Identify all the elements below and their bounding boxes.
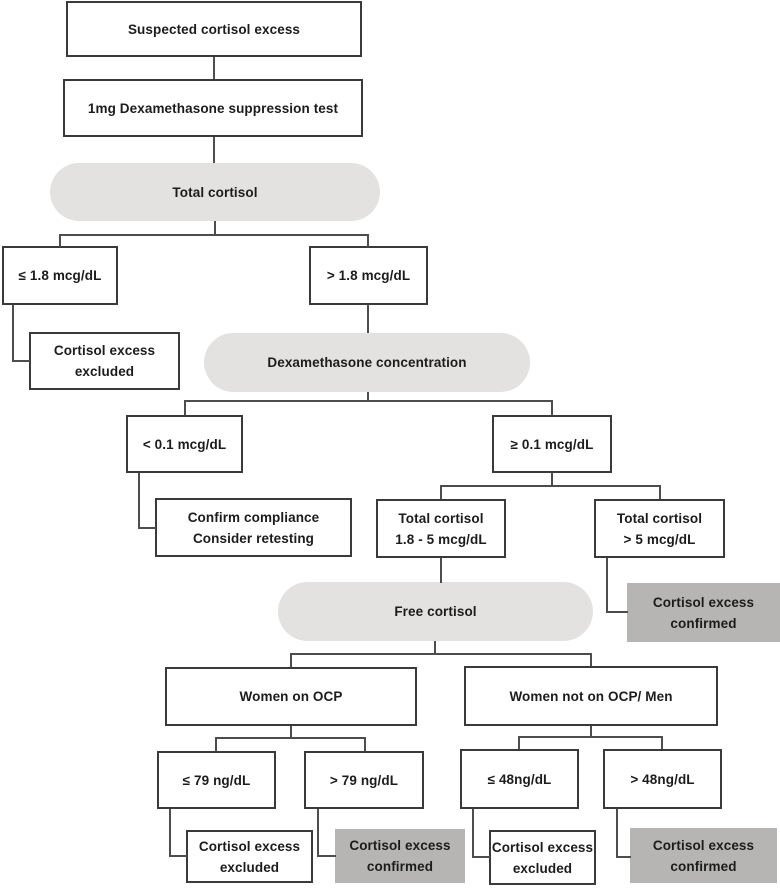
connector-line: [367, 234, 369, 247]
connector-line: [590, 653, 592, 666]
node-label: confirmed: [670, 858, 737, 874]
node-total-cortisol-gt-5: Total cortisol > 5 mcg/dL: [594, 499, 725, 558]
node-women-not-on-ocp-men: Women not on OCP/ Men: [464, 666, 718, 726]
node-label: ≥ 0.1 mcg/dL: [510, 436, 594, 452]
node-label: Consider retesting: [192, 530, 315, 546]
connector-line: [551, 400, 553, 415]
pill-dexamethasone-concentration: Dexamethasone concentration: [204, 333, 530, 392]
connector-line: [215, 737, 217, 751]
pill-total-cortisol: Total cortisol: [50, 163, 380, 221]
node-total-cortisol-1-8-to-5: Total cortisol 1.8 - 5 mcg/dL: [376, 499, 506, 558]
node-gt-48-ng-dl: > 48ng/dL: [603, 749, 722, 809]
connector-line: [213, 57, 215, 79]
connector-line: [169, 809, 171, 857]
connector-line: [290, 653, 592, 655]
connector-line: [440, 558, 442, 583]
node-label: excluded: [219, 859, 280, 875]
connector-line: [616, 809, 618, 858]
connector-line: [12, 360, 30, 362]
connector-line: [59, 234, 369, 236]
connector-line: [169, 855, 187, 857]
node-le-1-8-mcg-dl: ≤ 1.8 mcg/dL: [2, 246, 118, 305]
node-label: ≤ 79 ng/dL: [182, 772, 251, 788]
connector-line: [317, 855, 336, 857]
node-label: Cortisol excess: [349, 838, 451, 853]
node-ge-0-1-mcg-dl: ≥ 0.1 mcg/dL: [492, 415, 612, 473]
node-confirm-compliance-retest: Confirm compliance Consider retesting: [155, 498, 352, 557]
connector-line: [434, 641, 436, 655]
node-label: excluded: [74, 364, 135, 379]
connector-line: [472, 809, 474, 858]
connector-line: [616, 856, 631, 858]
connector-line: [213, 137, 215, 163]
node-label: 1mg Dexamethasone suppression test: [87, 100, 339, 116]
node-cortisol-excess-excluded-2: Cortisol excess excluded: [186, 830, 313, 883]
node-le-79-ng-dl: ≤ 79 ng/dL: [157, 751, 276, 809]
node-label: Suspected cortisol excess: [127, 21, 301, 37]
connector-line: [440, 485, 442, 499]
connector-line: [590, 726, 592, 738]
node-cortisol-excess-excluded-1: Cortisol excess excluded: [29, 332, 180, 390]
connector-line: [518, 736, 520, 749]
connector-line: [659, 485, 661, 499]
connector-line: [367, 392, 369, 402]
pill-free-cortisol: Free cortisol: [278, 582, 593, 641]
node-gt-1-8-mcg-dl: > 1.8 mcg/dL: [309, 246, 428, 305]
connector-line: [184, 400, 186, 415]
node-label: < 0.1 mcg/dL: [142, 436, 227, 452]
node-dexamethasone-suppression-test: 1mg Dexamethasone suppression test: [63, 79, 363, 137]
connector-line: [214, 221, 216, 235]
connector-line: [606, 558, 608, 613]
connector-line: [606, 611, 628, 613]
connector-line: [59, 234, 61, 247]
node-gt-79-ng-dl: > 79 ng/dL: [304, 751, 424, 809]
node-label: ≤ 1.8 mcg/dL: [18, 268, 102, 283]
node-label: Dexamethasone concentration: [267, 355, 467, 370]
node-label: Total cortisol: [172, 184, 258, 200]
connector-line: [367, 305, 369, 333]
node-cortisol-excess-confirmed-2: Cortisol excess confirmed: [335, 829, 465, 883]
node-label: excluded: [512, 860, 573, 876]
connector-line: [138, 473, 140, 529]
connector-line: [661, 736, 663, 749]
connector-line: [12, 305, 14, 362]
node-label: Women on OCP: [239, 689, 343, 704]
connector-line: [551, 473, 553, 487]
node-label: Cortisol excess: [53, 343, 156, 358]
connector-line: [317, 809, 319, 857]
node-label: Cortisol excess: [652, 594, 755, 610]
node-cortisol-excess-confirmed-1: Cortisol excess confirmed: [627, 583, 780, 642]
node-cortisol-excess-excluded-3: Cortisol excess excluded: [489, 830, 596, 885]
node-label: > 1.8 mcg/dL: [326, 268, 411, 283]
node-suspected-cortisol-excess: Suspected cortisol excess: [66, 1, 362, 57]
node-lt-0-1-mcg-dl: < 0.1 mcg/dL: [126, 415, 243, 473]
node-label: Confirm compliance: [187, 509, 320, 525]
node-label: Cortisol excess: [652, 837, 755, 853]
node-label: > 5 mcg/dL: [623, 531, 696, 547]
connector-line: [290, 653, 292, 667]
node-label: Free cortisol: [394, 604, 477, 619]
node-label: Women not on OCP/ Men: [509, 688, 673, 704]
node-label: confirmed: [670, 615, 737, 631]
connector-line: [184, 400, 553, 402]
node-label: > 48ng/dL: [630, 771, 695, 787]
connector-line: [518, 736, 663, 738]
connector-line: [364, 737, 366, 751]
connector-line: [138, 527, 156, 529]
node-label: Total cortisol: [398, 510, 484, 526]
node-le-48-ng-dl: ≤ 48ng/dL: [460, 749, 579, 809]
node-label: Cortisol excess: [491, 839, 594, 855]
node-women-on-ocp: Women on OCP: [165, 667, 417, 726]
node-cortisol-excess-confirmed-3: Cortisol excess confirmed: [630, 828, 777, 883]
node-label: ≤ 48ng/dL: [487, 771, 552, 787]
node-label: Total cortisol: [616, 510, 703, 526]
node-label: 1.8 - 5 mcg/dL: [395, 531, 487, 547]
connector-line: [290, 726, 292, 739]
node-label: confirmed: [366, 859, 434, 874]
connector-line: [215, 737, 366, 739]
node-label: Cortisol excess: [198, 838, 301, 854]
connector-line: [440, 485, 661, 487]
node-label: > 79 ng/dL: [329, 772, 399, 788]
connector-line: [472, 856, 490, 858]
